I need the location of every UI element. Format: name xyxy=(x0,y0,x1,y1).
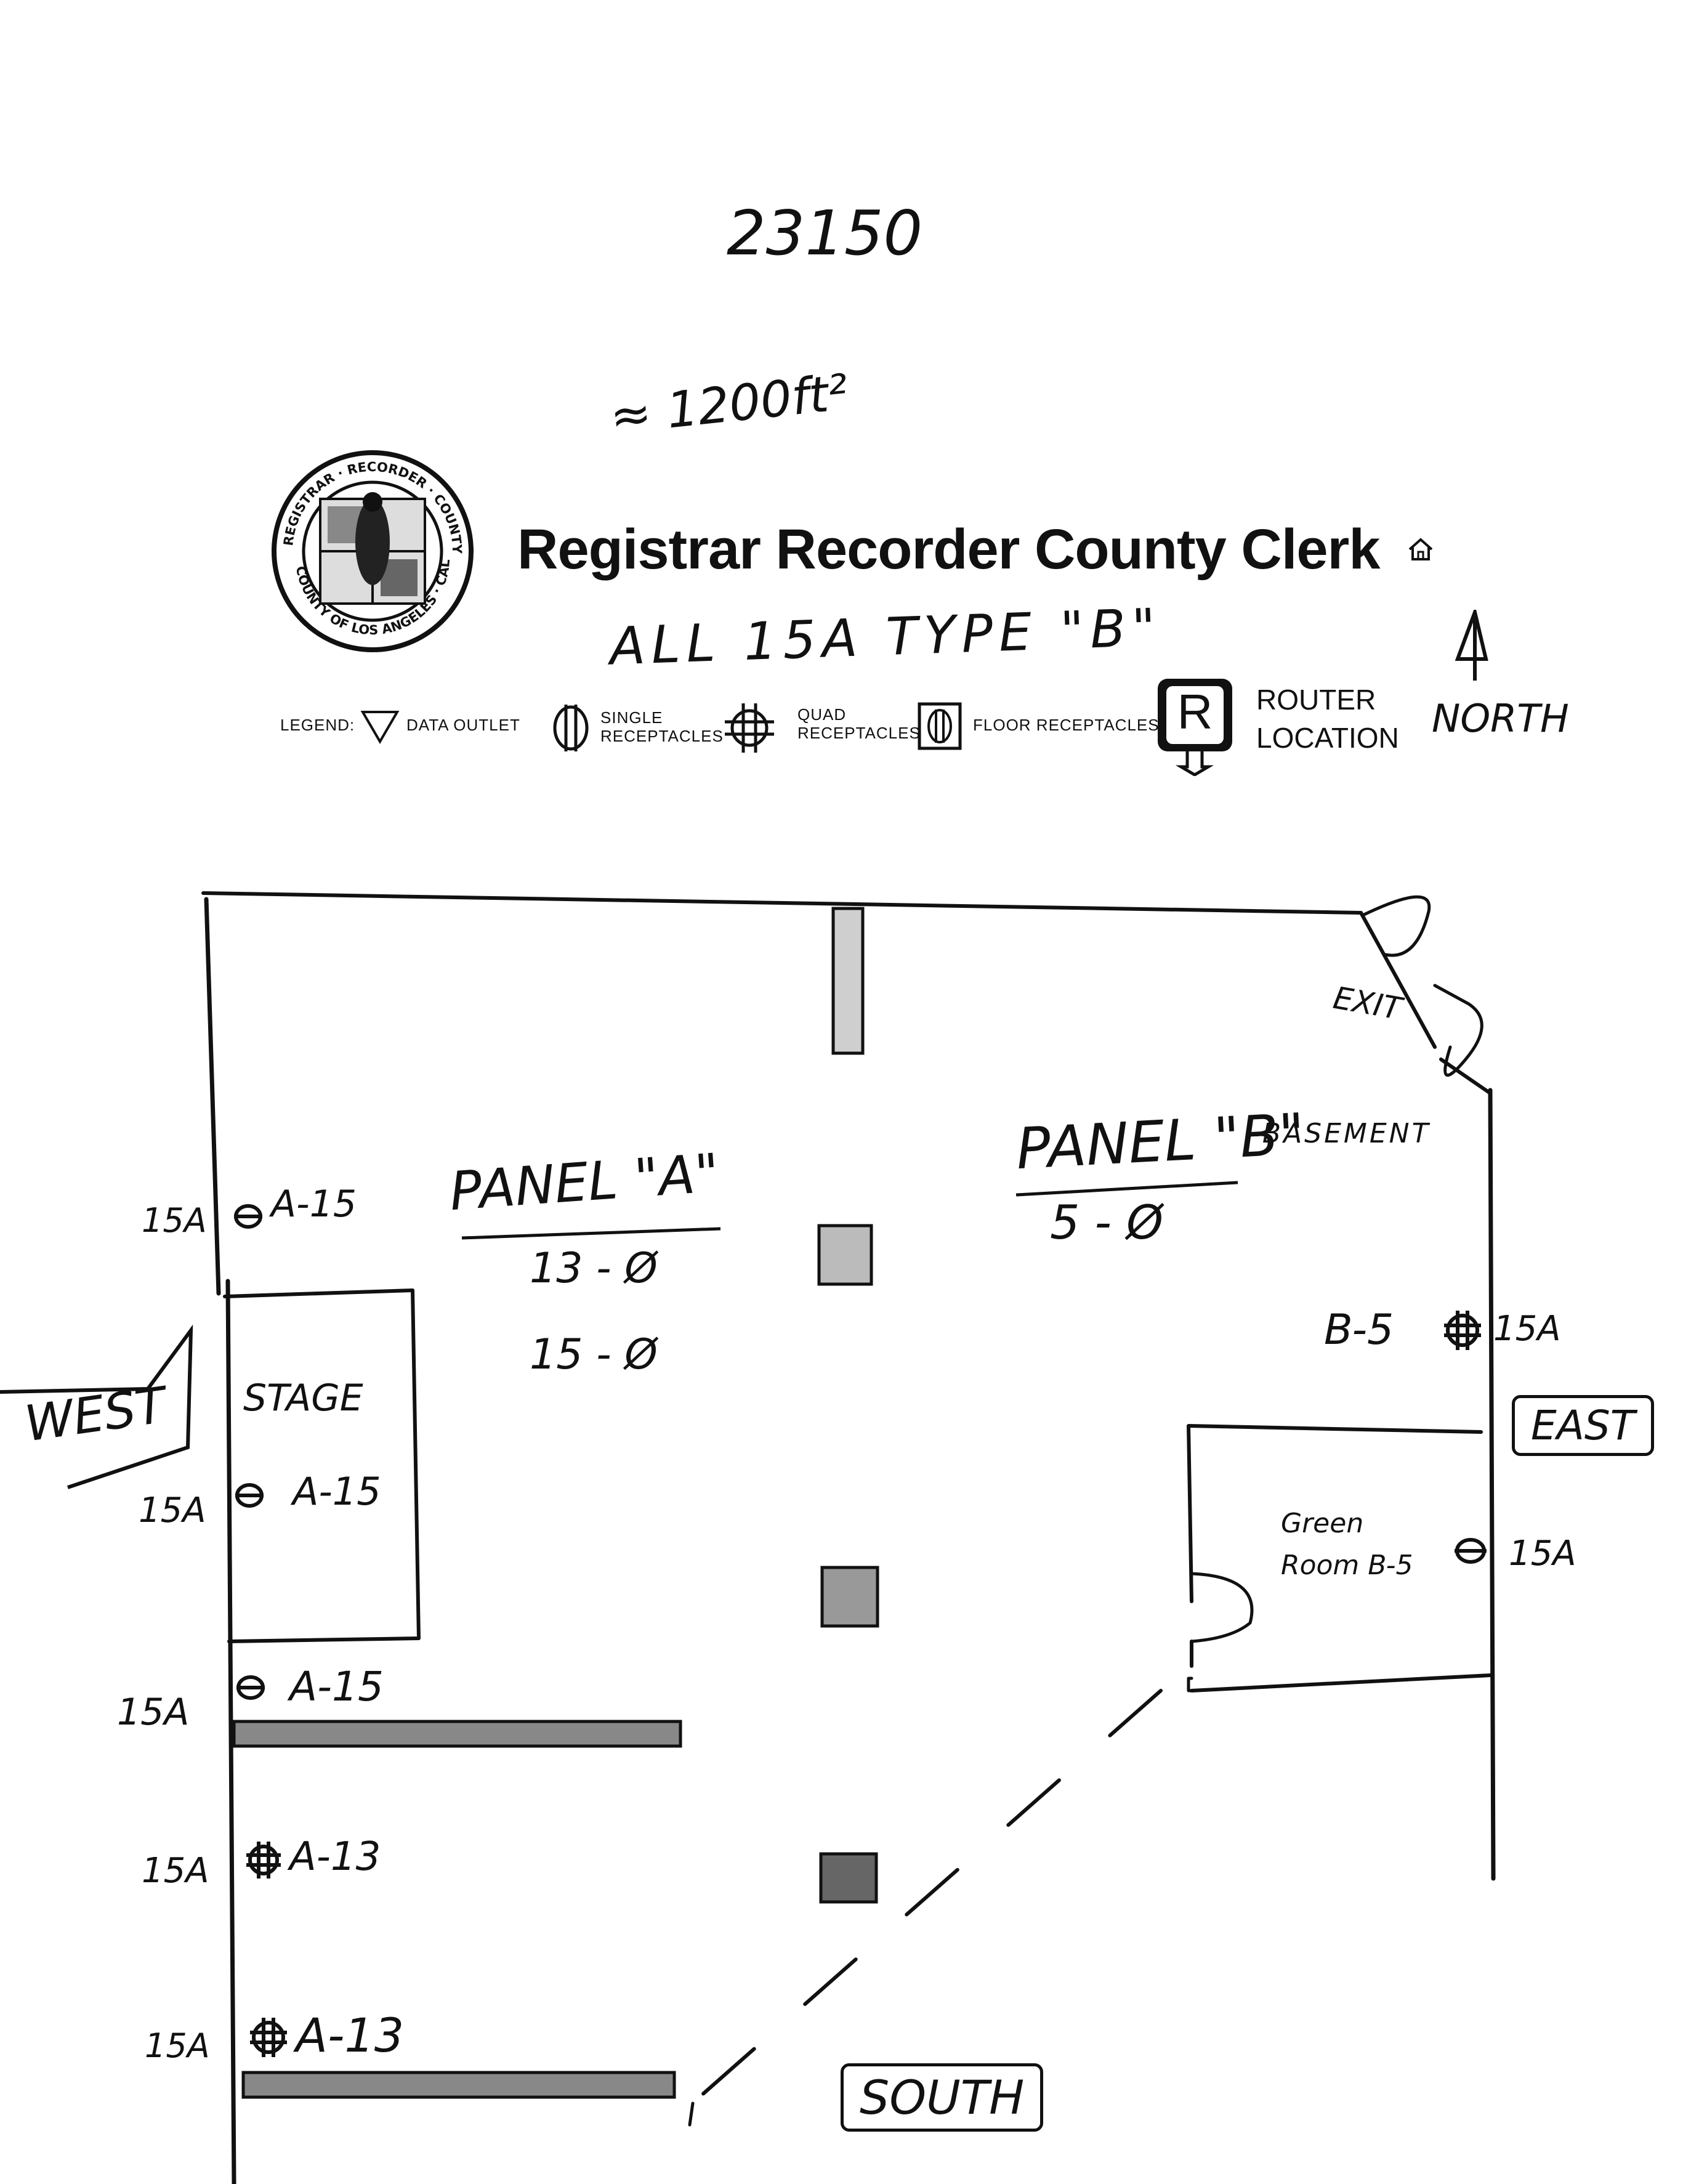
west-outlet-1-id: A-15 xyxy=(271,1183,357,1226)
data-outlet-triangle-icon xyxy=(360,710,400,744)
single-receptacle-icon xyxy=(551,703,591,753)
east-outlet-1-id: B-5 xyxy=(1324,1306,1394,1354)
router-location-icon: R xyxy=(1156,677,1233,776)
green-room-label: Green Room B-5 xyxy=(1281,1503,1413,1587)
west-outlet-4-amp: 15A xyxy=(142,1851,209,1891)
west-outlet-3-amp: 15A xyxy=(117,1691,190,1734)
document-number: 23150 xyxy=(727,197,923,269)
router-line1: ROUTER xyxy=(1256,684,1376,716)
floor-receptacle-icon xyxy=(918,702,962,750)
panel-a-circuit-2: 15 - Ø xyxy=(530,1330,658,1379)
legend-floor-receptacles: FLOOR RECEPTACLES xyxy=(973,716,1160,734)
green-room-line2: Room B-5 xyxy=(1281,1550,1413,1581)
north-arrow-icon xyxy=(1450,610,1493,684)
west-outlet-5-amp: 15A xyxy=(145,2026,210,2065)
router-line2: LOCATION xyxy=(1256,722,1399,754)
county-seal-logo: REGISTRAR · RECORDER · COUNTY CLERK COUN… xyxy=(271,450,474,653)
east-outlet-2-amp: 15A xyxy=(1509,1534,1576,1574)
west-outlet-2-id: A-15 xyxy=(293,1469,381,1514)
green-room-line1: Green xyxy=(1281,1508,1364,1539)
west-outlet-1-amp: 15A xyxy=(142,1201,207,1240)
west-direction-box: WEST xyxy=(0,1318,197,1503)
west-outlet-2-amp: 15A xyxy=(139,1490,206,1531)
east-outlet-1-amp: 15A xyxy=(1493,1309,1561,1349)
north-label: NORTH xyxy=(1432,696,1569,741)
legend-single-receptacles: SINGLE RECEPTACLES xyxy=(600,708,724,745)
stage-label: STAGE xyxy=(243,1377,363,1420)
legend-router-location: ROUTER LOCATION xyxy=(1256,681,1399,757)
panel-b-note: -BASEMENT xyxy=(1250,1118,1431,1149)
agency-title: Registrar Recorder County Clerk xyxy=(517,518,1381,581)
legend-quad-line2: RECEPTACLES xyxy=(797,724,921,742)
panel-b-circuit-1: 5 - Ø xyxy=(1050,1195,1163,1250)
south-label: SOUTH xyxy=(841,2063,1044,2132)
legend-quad-receptacles: QUAD RECEPTACLES xyxy=(797,705,921,742)
legend-label: LEGEND: xyxy=(280,716,355,734)
panel-a-circuit-1: 13 - Ø xyxy=(530,1244,658,1293)
legend-data-outlet: DATA OUTLET xyxy=(406,716,520,734)
east-label: EAST xyxy=(1512,1395,1655,1456)
legend-single-line2: RECEPTACLES xyxy=(600,727,724,745)
west-outlet-5-id: A-13 xyxy=(296,2008,405,2063)
receptacle-symbols xyxy=(234,1204,1487,2057)
router-letter: R xyxy=(1177,684,1213,739)
quad-receptacle-icon xyxy=(724,702,775,754)
legend-quad-line1: QUAD xyxy=(797,705,847,724)
home-icon xyxy=(1407,536,1434,563)
west-outlet-3-id: A-15 xyxy=(289,1663,384,1710)
west-outlet-4-id: A-13 xyxy=(289,1834,381,1880)
legend-single-line1: SINGLE xyxy=(600,708,663,727)
